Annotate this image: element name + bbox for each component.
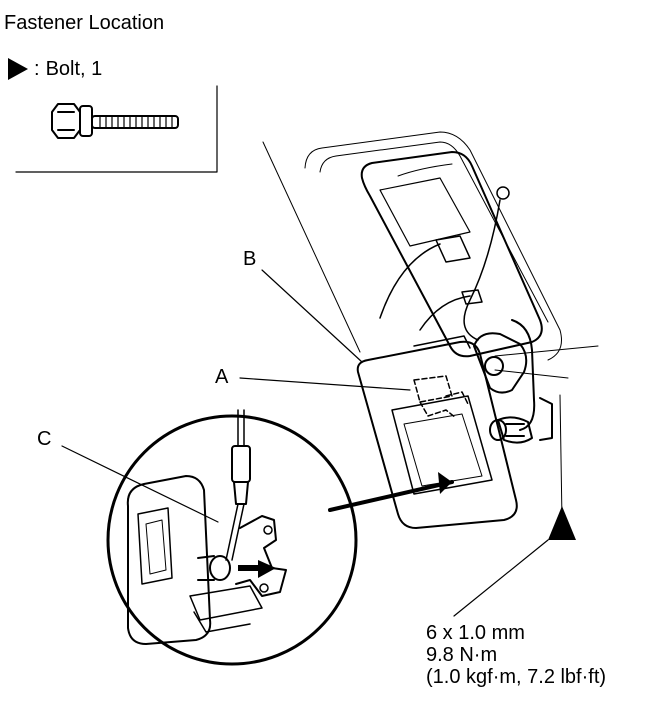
triangle-right-icon (8, 58, 28, 80)
release-arrow-shaft (238, 565, 258, 571)
spec-torque-nm: 9.8 N·m (426, 644, 498, 666)
legend-label: Bolt, 1 (45, 58, 103, 80)
lock-bracket (473, 319, 563, 521)
spec-size: 6 x 1.0 mm (426, 622, 525, 644)
fastener-legend: : Bolt, 1 (8, 58, 102, 80)
bolt-position (489, 419, 525, 441)
legend-box-border (15, 85, 218, 173)
callout-a: A (215, 366, 229, 388)
hidden-lock-a (413, 375, 469, 419)
callout-b: B (243, 248, 257, 270)
door-panel (262, 131, 599, 379)
detail-arrow-head (438, 472, 452, 494)
torque-spec: 6 x 1.0 mm 9.8 N·m (1.0 kgf·m, 7.2 lbf·f… (426, 622, 606, 688)
inner-handle-b (356, 335, 518, 529)
lock-rods (379, 186, 510, 341)
leader-lines (61, 269, 549, 617)
bolt-triangle-icon (548, 506, 576, 540)
inner-handle-pocket (360, 151, 543, 358)
release-arrow-head (258, 560, 276, 578)
bolt-icon (51, 103, 179, 139)
callout-c: C (37, 428, 52, 450)
legend-separator: : (34, 58, 40, 80)
detail-circle (106, 414, 358, 666)
spec-torque-alt: (1.0 kgf·m, 7.2 lbf·ft) (426, 666, 607, 688)
diagram-title: Fastener Location (4, 12, 165, 34)
